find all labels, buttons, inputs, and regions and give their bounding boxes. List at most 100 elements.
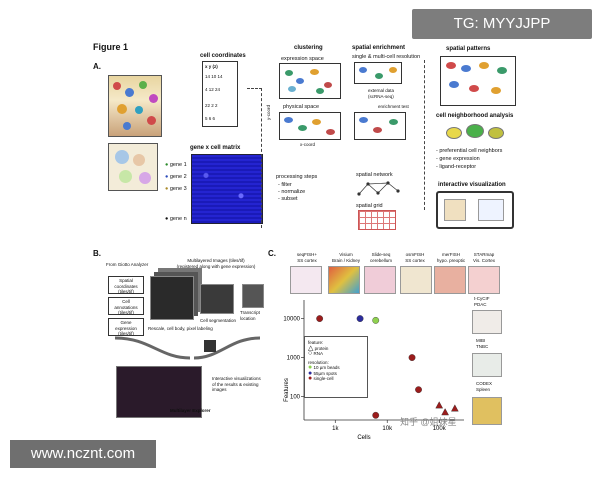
processing-item: - subset bbox=[278, 196, 298, 202]
spatial-patterns-title: spatial patterns bbox=[446, 46, 491, 52]
gene-label: ● gene 1 bbox=[165, 162, 187, 168]
gene-label: ● gene 2 bbox=[165, 174, 187, 180]
panel-b-label: B. bbox=[93, 249, 101, 258]
watermark-zhihu: 知乎 @姐妹星 bbox=[400, 417, 457, 427]
x-tick-label: 100k bbox=[433, 426, 447, 432]
expression-space-label: expression space bbox=[281, 56, 324, 62]
step-label: Transcript location bbox=[240, 310, 260, 321]
external-data-sub: (scRNA-seq) bbox=[368, 94, 394, 99]
tech-label: Slide-seq cerebellum bbox=[369, 252, 392, 263]
tech-label: STARmap Vis. Cortex bbox=[473, 252, 495, 263]
spatial-network-graph bbox=[357, 181, 400, 196]
legend-rna: ○ RNA bbox=[308, 350, 324, 357]
spatial-patterns-plot bbox=[440, 56, 516, 106]
neighborhood-item: - preferential cell neighbors bbox=[436, 148, 503, 154]
tech-label: Visium Brain / Kidney bbox=[331, 252, 360, 263]
physical-space-plot bbox=[279, 112, 341, 140]
data-point-starmap bbox=[408, 354, 416, 361]
coordinates-header: x y (z) bbox=[205, 64, 218, 69]
cell-coordinates-title: cell coordinates bbox=[200, 53, 246, 59]
panel-c-label: C. bbox=[268, 249, 276, 258]
enrichment-subtitle: single & multi-cell resolution bbox=[352, 54, 421, 60]
legend-res-single: ● single-cell bbox=[308, 375, 334, 382]
x-coord-label: x-coord bbox=[300, 142, 316, 147]
transcript-image bbox=[242, 284, 264, 308]
explorer-screen bbox=[116, 366, 202, 418]
side-tech-label: t-CyCIF PDAC bbox=[474, 296, 490, 307]
thumb-codex bbox=[472, 397, 502, 425]
visualization-window bbox=[436, 191, 514, 229]
coordinates-row: 4 12 24 bbox=[205, 87, 221, 92]
thumb-osmfish bbox=[400, 266, 432, 294]
explorer-title: Multilayer Explorer bbox=[170, 408, 211, 413]
gene-label: ● gene n bbox=[165, 216, 187, 222]
neighborhood-item: - ligand-receptor bbox=[436, 164, 477, 170]
flow-arrows bbox=[114, 336, 261, 360]
spatial-grid-label: spatial grid bbox=[356, 203, 383, 209]
watermark-bottom: www.ncznt.com bbox=[10, 440, 156, 468]
input-box-expression: Gene expression (tiles/tif) bbox=[108, 318, 144, 336]
segmentation-image bbox=[200, 284, 234, 314]
input-box-spatial: Spatial coordinates (tiles/tif) bbox=[108, 276, 144, 294]
thumb-visium bbox=[328, 266, 360, 294]
legend-res-beads: ● 10 µm beads bbox=[308, 364, 340, 371]
thumb-slideseq bbox=[364, 266, 396, 294]
thumb-seqfish bbox=[290, 266, 322, 294]
dashed-connector bbox=[247, 88, 262, 228]
tech-label: osmFISH SS cortex bbox=[405, 252, 425, 263]
neighborhood-title: cell neighborhood analysis bbox=[436, 113, 514, 119]
watermark-top: TG: MYYJJPP bbox=[412, 9, 592, 39]
input-box-annotations: Cell annotations (tiles/tif) bbox=[108, 297, 144, 315]
processing-item: - filter bbox=[278, 182, 292, 188]
cell-coordinates-table: x y (z) 14 10 14 4 12 24 22 2 2 5 6 6 bbox=[202, 61, 238, 127]
y-coord-label: y-coord bbox=[266, 104, 271, 120]
tech-label: merFISH hypo. preoptic bbox=[436, 252, 466, 263]
from-giotto-label: From Giotto Analyzer bbox=[106, 262, 149, 267]
step-label: Cell segmentation bbox=[200, 318, 237, 323]
image-stack bbox=[150, 276, 194, 320]
y-tick-label: 100 bbox=[290, 395, 301, 401]
data-point-merfish bbox=[415, 386, 422, 394]
computer-icon bbox=[204, 340, 216, 352]
legend-feature-title: feature: bbox=[308, 340, 324, 345]
spatial-network-label: spatial network bbox=[356, 172, 393, 178]
tech-label: seqFISH+ SS cortex bbox=[296, 252, 318, 263]
y-tick-label: 1000 bbox=[287, 356, 301, 362]
gene-label: ● gene 3 bbox=[165, 186, 187, 192]
y-tick-label: 10000 bbox=[283, 317, 300, 323]
side-tech-label: CODEX Spleen bbox=[476, 381, 493, 392]
step-label: Rescale, cell body, pixel labeling bbox=[148, 326, 213, 331]
visualization-title: interactive visualization bbox=[438, 182, 506, 188]
x-tick-label: 10k bbox=[382, 426, 393, 432]
legend-protein: △ protein bbox=[308, 344, 329, 352]
thumb-mibi bbox=[472, 353, 502, 377]
data-point-t-cycif bbox=[435, 401, 444, 409]
x-tick-label: 1k bbox=[332, 426, 339, 432]
processing-item: - normalize bbox=[278, 189, 306, 195]
legend-res-spots: ● 55µm spots bbox=[308, 369, 337, 377]
data-point-seqfish- bbox=[316, 315, 324, 322]
data-point-visium bbox=[356, 315, 364, 322]
neighborhood-cells bbox=[446, 124, 506, 144]
enrichment-title: spatial enrichment bbox=[352, 45, 406, 51]
thumb-merfish bbox=[434, 266, 466, 294]
neighborhood-item: - gene expression bbox=[436, 156, 480, 162]
data-point-mibi bbox=[441, 408, 449, 416]
data-point-osmfish bbox=[372, 411, 380, 419]
data-point-codex bbox=[451, 404, 459, 412]
multilayer-label: Multilayered Images (tiles/tif) (registe… bbox=[176, 258, 256, 269]
explorer-note: Interactive visualizations of the result… bbox=[212, 376, 261, 392]
data-point-slide-seq bbox=[372, 316, 380, 324]
enrichment-plot bbox=[354, 62, 402, 84]
figure-title: Figure 1 bbox=[93, 42, 129, 52]
matrix-title: gene x cell matrix bbox=[190, 145, 241, 151]
clustering-title: clustering bbox=[294, 45, 323, 51]
x-axis-label: Cells bbox=[357, 435, 370, 441]
processing-title: processing steps bbox=[276, 174, 318, 180]
coordinates-row: 14 10 14 bbox=[205, 73, 223, 79]
thumb-starmap bbox=[468, 266, 500, 294]
spatial-grid bbox=[358, 210, 396, 230]
tissue-zoom bbox=[108, 143, 158, 191]
gene-cell-matrix bbox=[191, 154, 263, 224]
